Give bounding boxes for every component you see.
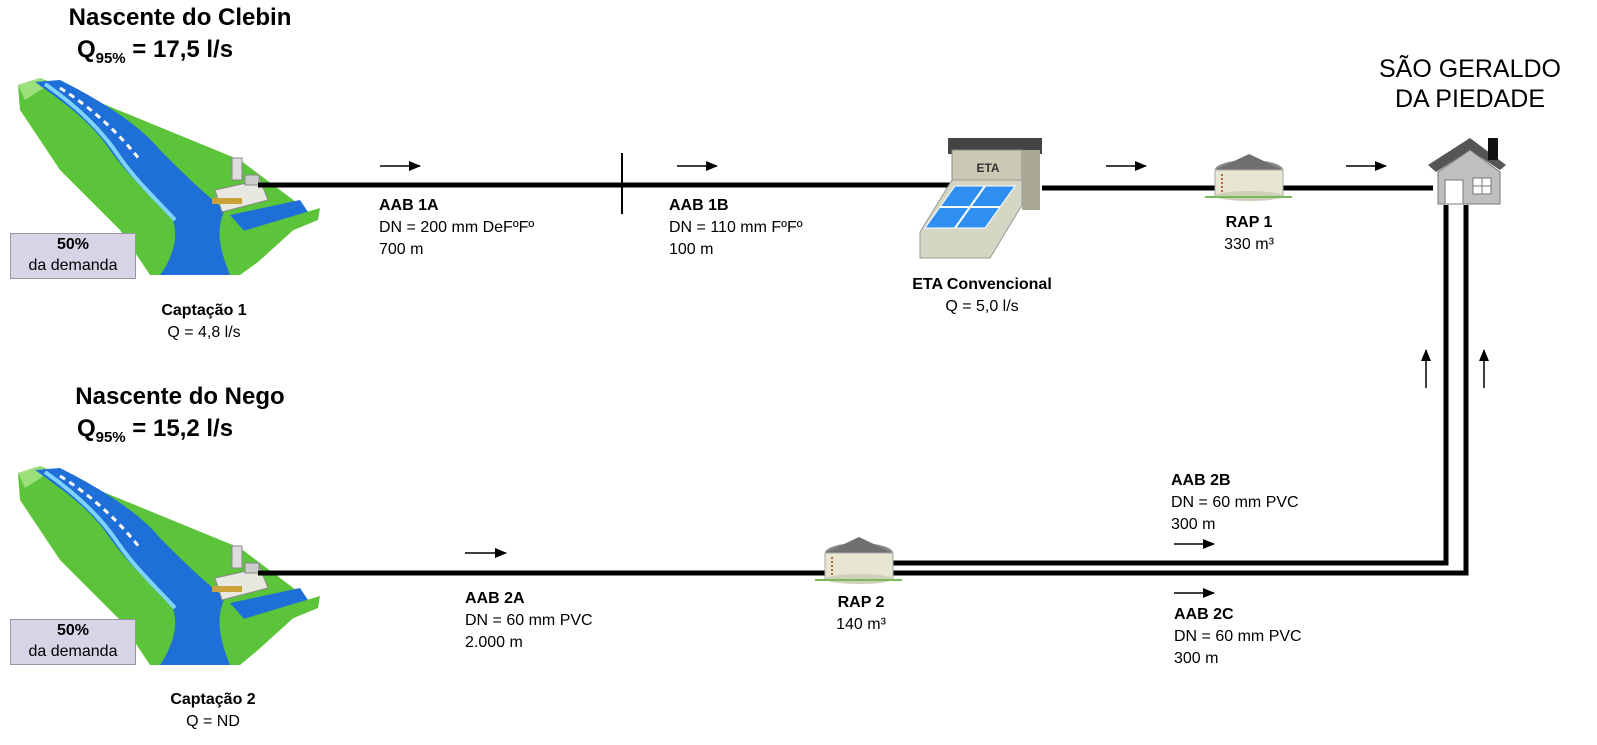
aab2c-dn: DN = 60 mm PVC bbox=[1174, 628, 1302, 645]
rap2-name: RAP 2 bbox=[837, 594, 885, 611]
rap2-label: RAP 2 140 m³ bbox=[811, 592, 911, 636]
source-2-flow: Q95% = 15,2 l/s bbox=[76, 415, 234, 446]
source-2-title: Nascente do Nego bbox=[75, 383, 285, 410]
aab2a-dn: DN = 60 mm PVC bbox=[465, 612, 593, 629]
intake-1-name: Captação 1 bbox=[161, 302, 247, 319]
source-2-demand-text: da demanda bbox=[28, 643, 118, 660]
aab2b-label: AAB 2B DN = 60 mm PVC 300 m bbox=[1171, 470, 1299, 536]
aab2a-length: 2.000 m bbox=[465, 634, 523, 651]
eta-sign-text: ETA bbox=[976, 161, 999, 175]
source-1-flow: Q95% = 17,5 l/s bbox=[76, 36, 234, 67]
aab1a-dn: DN = 200 mm DeFºFº bbox=[379, 219, 535, 236]
aab1b-name: AAB 1B bbox=[669, 197, 729, 214]
rap1-volume: 330 m³ bbox=[1224, 236, 1274, 253]
eta-flow: Q = 5,0 l/s bbox=[945, 298, 1019, 315]
rap2-reservoir-icon bbox=[815, 537, 902, 584]
spring-2-illustration bbox=[18, 466, 320, 665]
intake-1-label: Captação 1 Q = 4,8 l/s bbox=[134, 300, 274, 344]
spring-1-illustration bbox=[18, 78, 320, 275]
eta-icon bbox=[919, 138, 1042, 259]
source-1-title: Nascente do Clebin bbox=[68, 4, 292, 31]
aab1a-label: AAB 1A DN = 200 mm DeFºFº 700 m bbox=[379, 195, 534, 261]
aab1a-length: 700 m bbox=[379, 241, 424, 258]
city-name-line2: DA PIEDADE bbox=[1394, 85, 1546, 113]
rap1-name: RAP 1 bbox=[1225, 214, 1273, 231]
source-1-demand-pct: 50% bbox=[56, 236, 90, 253]
city-name-line1: SÃO GERALDO bbox=[1379, 55, 1561, 83]
aab1b-dn: DN = 110 mm FºFº bbox=[669, 219, 803, 236]
aab2c-name: AAB 2C bbox=[1174, 606, 1234, 623]
rap2-volume: 140 m³ bbox=[836, 616, 886, 633]
source-1-demand-box: 50% da demanda bbox=[10, 233, 136, 279]
intake-2-name: Captação 2 bbox=[170, 691, 256, 708]
aab1a-name: AAB 1A bbox=[379, 197, 439, 214]
aab2a-name: AAB 2A bbox=[465, 590, 525, 607]
intake-1-flow: Q = 4,8 l/s bbox=[167, 324, 241, 341]
aab2b-dn: DN = 60 mm PVC bbox=[1171, 494, 1299, 511]
pipe-aab2c bbox=[888, 205, 1469, 576]
source-1-demand-text: da demanda bbox=[28, 257, 118, 274]
eta-label: ETA Convencional Q = 5,0 l/s bbox=[892, 274, 1072, 318]
aab2b-length: 300 m bbox=[1171, 516, 1216, 533]
aab2c-length: 300 m bbox=[1174, 650, 1219, 667]
intake-2-flow: Q = ND bbox=[186, 713, 240, 730]
aab1b-length: 100 m bbox=[669, 241, 714, 258]
aab2b-name: AAB 2B bbox=[1171, 472, 1231, 489]
aab2a-label: AAB 2A DN = 60 mm PVC 2.000 m bbox=[465, 588, 593, 654]
rap1-reservoir-icon bbox=[1205, 154, 1292, 201]
intake-2-label: Captação 2 Q = ND bbox=[143, 689, 283, 733]
city-label: SÃO GERALDO DA PIEDADE bbox=[1360, 54, 1580, 114]
house-icon bbox=[1428, 138, 1506, 205]
pipe-aab2b bbox=[888, 205, 1449, 566]
aab1b-label: AAB 1B DN = 110 mm FºFº 100 m bbox=[669, 195, 803, 261]
source-2-demand-pct: 50% bbox=[56, 622, 90, 639]
eta-name: ETA Convencional bbox=[912, 276, 1052, 293]
source-2-demand-box: 50% da demanda bbox=[10, 619, 136, 665]
aab2c-label: AAB 2C DN = 60 mm PVC 300 m bbox=[1174, 604, 1302, 670]
rap1-label: RAP 1 330 m³ bbox=[1199, 212, 1299, 256]
